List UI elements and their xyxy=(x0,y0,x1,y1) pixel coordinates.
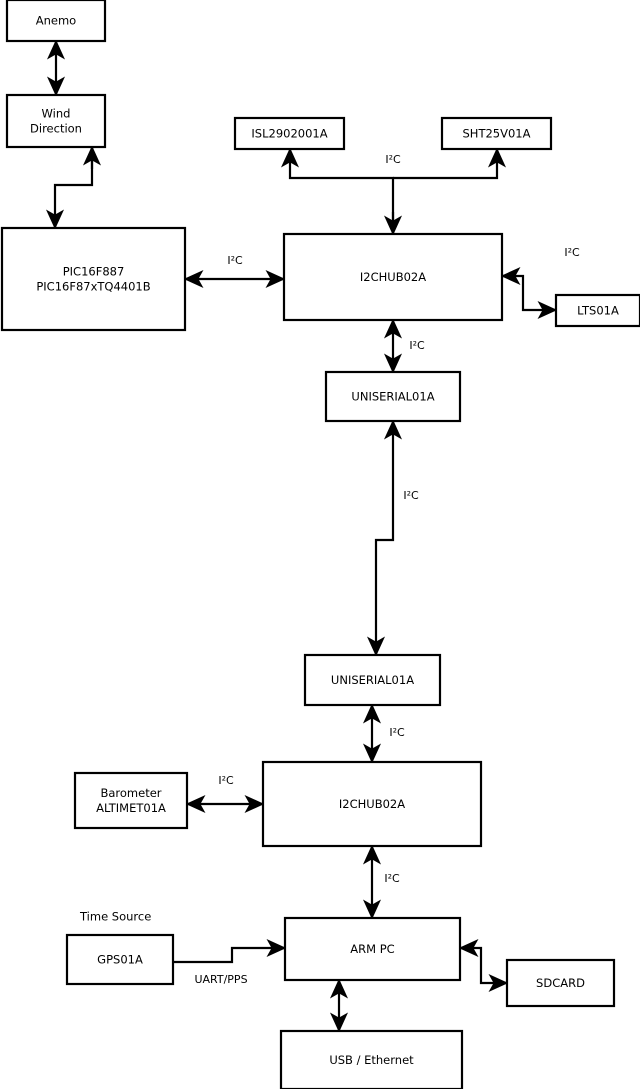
edge-label-pic-hub-top: I²C xyxy=(227,254,243,267)
node-isl[interactable]: ISL2902001A xyxy=(233,116,346,151)
edge-uniserial-up-uniserial-dn: I²C xyxy=(366,419,419,657)
edge-label-gps-arm-pc: UART/PPS xyxy=(194,973,247,986)
node-sht[interactable]: SHT25V01A xyxy=(440,116,553,151)
node-arm-pc[interactable]: ARM PC xyxy=(283,916,462,982)
node-box-sht[interactable] xyxy=(440,116,553,151)
edges-layer: I²C I²C I²C I²C I²C I²C I²C I²C UART/PPS xyxy=(45,39,580,1033)
node-box-uniserial-dn[interactable] xyxy=(303,653,442,707)
edge-label-uniserial-dn-hub-bottom: I²C xyxy=(389,726,405,739)
node-box-sdcard[interactable] xyxy=(505,958,616,1008)
node-box-arm-pc[interactable] xyxy=(283,916,462,982)
node-usb-eth[interactable]: USB / Ethernet xyxy=(279,1029,464,1089)
edge-arm-pc-sdcard xyxy=(458,938,509,993)
node-label-hub-bottom: I2CHUB02A xyxy=(339,797,405,811)
edge-path xyxy=(45,147,94,230)
node-box-isl[interactable] xyxy=(233,116,346,151)
edge-hub-top-isl-sht: I²C xyxy=(280,147,507,236)
node-sdcard[interactable]: SDCARD xyxy=(505,958,616,1008)
edge-gps-arm-pc: UART/PPS xyxy=(173,938,287,986)
edge-label-uniserial-up-uniserial-dn: I²C xyxy=(403,489,419,502)
node-box-gps[interactable] xyxy=(65,933,175,986)
node-label-lts: LTS01A xyxy=(577,303,619,317)
edge-winddir-pic xyxy=(45,145,102,230)
node-box-lts[interactable] xyxy=(554,293,640,328)
edge-uniserial-dn-hub-bottom: I²C xyxy=(362,703,405,764)
node-label-sht: SHT25V01A xyxy=(463,126,531,140)
node-label-hub-top: I2CHUB02A xyxy=(360,270,426,284)
node-box-usb-eth[interactable] xyxy=(279,1029,464,1089)
node-anemo[interactable]: Anemo xyxy=(5,0,107,43)
edge-path xyxy=(500,266,558,320)
node-gps[interactable]: GPS01A xyxy=(65,933,175,986)
edge-hub-top-uniserial-up: I²C xyxy=(383,318,425,374)
node-uniserial-dn[interactable]: UNISERIAL01A xyxy=(303,653,442,707)
node-label-isl: ISL2902001A xyxy=(251,126,327,140)
edge-barometer-hub-bottom: I²C xyxy=(185,774,265,814)
node-uniserial-up[interactable]: UNISERIAL01A xyxy=(324,370,462,423)
node-box-pic[interactable] xyxy=(0,226,187,332)
node-label-sdcard: SDCARD xyxy=(536,976,585,990)
node-label-usb-eth: USB / Ethernet xyxy=(329,1053,414,1067)
edge-label-barometer-hub-bottom: I²C xyxy=(218,774,234,787)
node-box-hub-bottom[interactable] xyxy=(261,760,483,848)
node-label-gps: GPS01A xyxy=(97,952,143,966)
edge-path xyxy=(280,147,395,234)
free-label-time-source: Time Source xyxy=(79,910,151,924)
node-box-anemo[interactable] xyxy=(5,0,107,43)
node-box-wind-dir[interactable] xyxy=(5,93,107,149)
edge-path xyxy=(173,938,287,964)
edge-path xyxy=(366,419,403,657)
node-box-uniserial-up[interactable] xyxy=(324,370,462,423)
edge-label-hub-top-isl-sht: I²C xyxy=(385,153,401,166)
edge-label-hub-top-lts: I²C xyxy=(564,246,580,259)
node-lts[interactable]: LTS01A xyxy=(554,293,640,328)
edge-pic-hub-top: I²C xyxy=(183,254,286,289)
node-label-uniserial-dn: UNISERIAL01A xyxy=(331,673,414,687)
edge-label-hub-top-uniserial-up: I²C xyxy=(409,339,425,352)
free-labels-layer: Time Source xyxy=(79,910,151,924)
edge-hub-top-lts: I²C xyxy=(500,246,580,320)
node-label-uniserial-up: UNISERIAL01A xyxy=(351,389,434,403)
node-hub-top[interactable]: I2CHUB02A xyxy=(282,232,504,322)
edge-hub-bottom-arm-pc: I²C xyxy=(362,844,400,920)
edge-label-hub-bottom-arm-pc: I²C xyxy=(384,872,400,885)
node-box-barometer[interactable] xyxy=(73,771,189,830)
edge-branch-path xyxy=(393,147,507,180)
node-label-arm-pc: ARM PC xyxy=(350,942,394,956)
edge-path xyxy=(458,938,509,993)
node-label-anemo: Anemo xyxy=(36,13,76,27)
node-box-hub-top[interactable] xyxy=(282,232,504,322)
node-hub-bottom[interactable]: I2CHUB02A xyxy=(261,760,483,848)
